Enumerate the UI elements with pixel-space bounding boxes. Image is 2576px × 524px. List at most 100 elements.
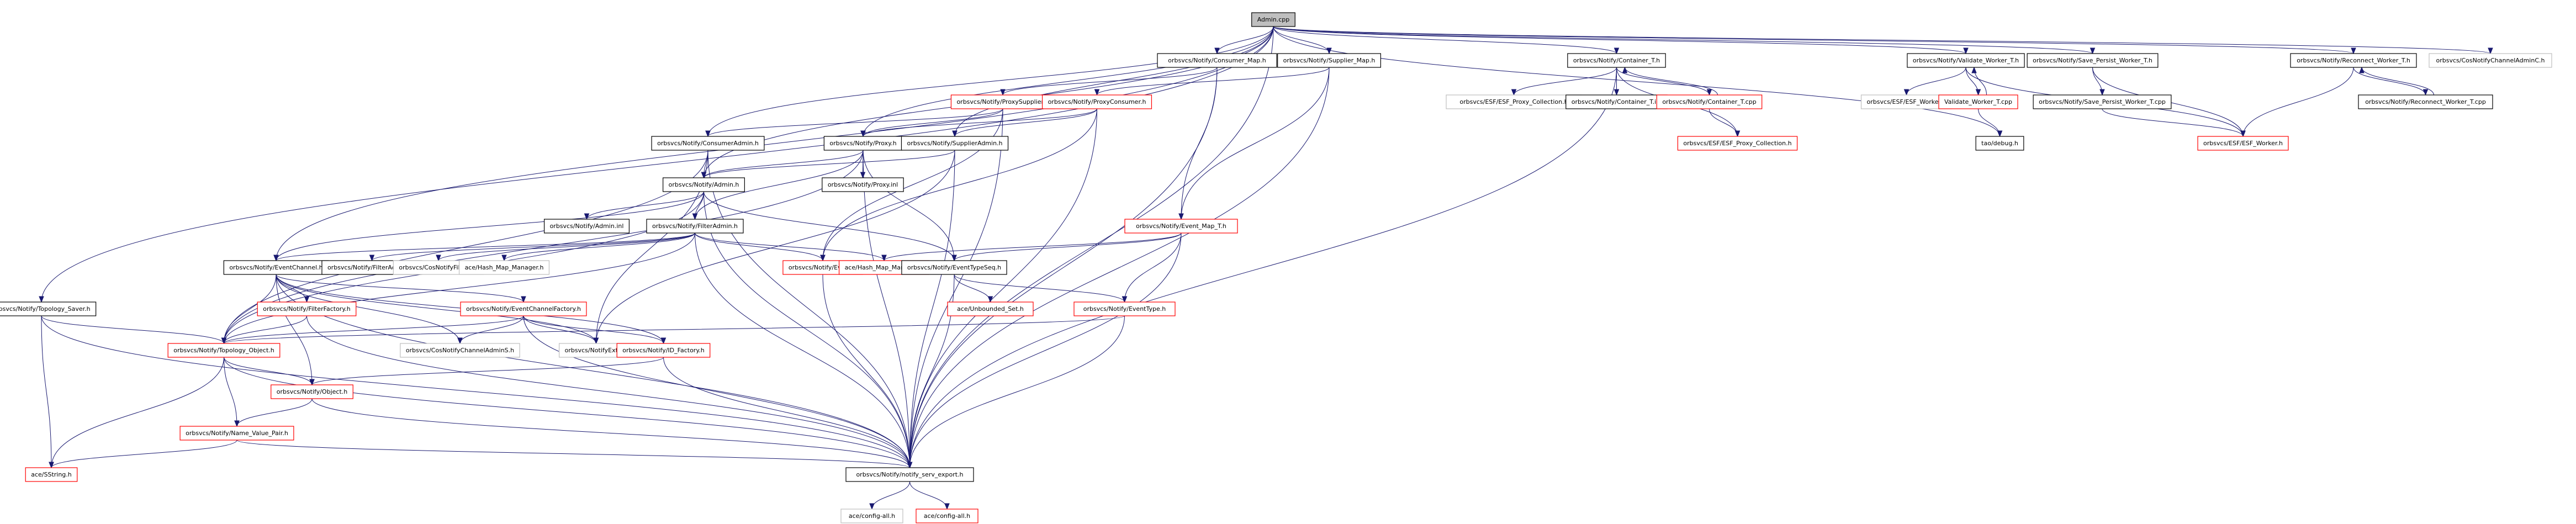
node-container-t-inl[interactable]: orbsvcs/Notify/Container_T.inl (1565, 94, 1668, 109)
edge-admin-cpp-to-reconnect-h (1273, 26, 2354, 54)
node-consumer-map[interactable]: orbsvcs/Notify/Consumer_Map.h (1157, 53, 1277, 68)
node-label: orbsvcs/Notify/ProxyConsumer.h (1048, 98, 1146, 105)
node-box[interactable] (1656, 94, 1763, 109)
node-box[interactable] (257, 301, 357, 316)
node-box[interactable] (1073, 301, 1176, 316)
node-proxy-h[interactable]: orbsvcs/Notify/Proxy.h (823, 136, 903, 151)
node-event-map-t[interactable]: orbsvcs/Notify/Event_Map_T.h (1124, 219, 1238, 234)
node-box[interactable] (271, 384, 353, 399)
node-box[interactable] (947, 301, 1034, 316)
node-esf-proxy-coll-gray[interactable]: orbsvcs/ESF/ESF_Proxy_Collection.h (1446, 94, 1582, 109)
node-box[interactable] (616, 343, 711, 358)
node-admin-inl[interactable]: orbsvcs/Notify/Admin.inl (543, 219, 630, 234)
node-tao-debug[interactable]: tao/debug.h (1975, 136, 2024, 151)
node-label: orbsvcs/ESF/ESF_Worker.h (2203, 140, 2283, 147)
node-container-t-h[interactable]: orbsvcs/Notify/Container_T.h (1567, 53, 1666, 68)
node-save-persist-cpp[interactable]: orbsvcs/Notify/Save_Persist_Worker_T.cpp (2033, 94, 2172, 109)
node-topology-object[interactable]: orbsvcs/Notify/Topology_Object.h (167, 343, 281, 358)
node-esf-proxy-coll-red[interactable]: orbsvcs/ESF/ESF_Proxy_Collection.h (1677, 136, 1798, 151)
node-box[interactable] (950, 94, 1055, 109)
edge-notify-serv-export-to-config-all-gray (871, 481, 910, 510)
node-consumer-admin[interactable]: orbsvcs/Notify/ConsumerAdmin.h (651, 136, 765, 151)
node-validate-worker-cpp[interactable]: Validate_Worker_T.cpp (1938, 94, 2018, 109)
node-box[interactable] (1975, 136, 2024, 151)
node-proxy-consumer[interactable]: orbsvcs/Notify/ProxyConsumer.h (1041, 94, 1152, 109)
node-box[interactable] (2429, 53, 2552, 68)
node-notify-serv-export[interactable]: orbsvcs/Notify/notify_serv_export.h (845, 467, 974, 482)
edge-filter-admin-to-topology-object (224, 232, 695, 344)
node-box[interactable] (1565, 94, 1668, 109)
node-event-channel-factory[interactable]: orbsvcs/Notify/EventChannelFactory.h (460, 301, 587, 316)
node-box[interactable] (25, 467, 78, 482)
node-event-channel[interactable]: orbsvcs/Notify/EventChannel.h (223, 260, 329, 275)
node-box[interactable] (1446, 94, 1582, 109)
edge-proxy-h-to-notify-serv-export (863, 150, 910, 468)
node-box[interactable] (901, 260, 1007, 275)
edge-event-channel-to-object-h (276, 274, 313, 385)
node-unbounded-set[interactable]: ace/Unbounded_Set.h (947, 301, 1034, 316)
node-event-type-seq[interactable]: orbsvcs/Notify/EventTypeSeq.h (901, 260, 1007, 275)
node-cosnotify-admin-c[interactable]: orbsvcs/CosNotifyChannelAdminC.h (2429, 53, 2552, 68)
node-box[interactable] (0, 301, 97, 316)
node-box[interactable] (458, 260, 550, 275)
node-filter-admin[interactable]: orbsvcs/Notify/FilterAdmin.h (646, 219, 744, 234)
node-box[interactable] (1277, 53, 1381, 68)
node-filter-factory[interactable]: orbsvcs/Notify/FilterFactory.h (257, 301, 357, 316)
node-box[interactable] (1677, 136, 1798, 151)
node-config-all-gray[interactable]: ace/config-all.h (840, 509, 903, 523)
node-proxy-supplier[interactable]: orbsvcs/Notify/ProxySupplier.h (950, 94, 1055, 109)
node-admin-h[interactable]: orbsvcs/Notify/Admin.h (663, 177, 745, 192)
node-box[interactable] (460, 301, 587, 316)
node-box[interactable] (1567, 53, 1666, 68)
node-config-all-red[interactable]: ace/config-all.h (916, 509, 978, 523)
node-box[interactable] (1157, 53, 1277, 68)
node-box[interactable] (1041, 94, 1152, 109)
node-box[interactable] (1938, 94, 2018, 109)
node-box[interactable] (223, 260, 329, 275)
node-box[interactable] (179, 426, 294, 441)
node-reconnect-cpp[interactable]: orbsvcs/Notify/Reconnect_Worker_T.cpp (2358, 94, 2493, 109)
node-box[interactable] (2027, 53, 2159, 68)
node-box[interactable] (840, 509, 903, 523)
node-box[interactable] (1860, 94, 1953, 109)
node-box[interactable] (543, 219, 630, 234)
node-supplier-admin[interactable]: orbsvcs/Notify/SupplierAdmin.h (901, 136, 1009, 151)
node-box[interactable] (901, 136, 1009, 151)
node-label: orbsvcs/Notify/Reconnect_Worker_T.cpp (2365, 98, 2486, 105)
node-box[interactable] (822, 177, 904, 192)
node-box[interactable] (916, 509, 978, 523)
node-save-persist-h[interactable]: orbsvcs/Notify/Save_Persist_Worker_T.h (2027, 53, 2159, 68)
node-box[interactable] (2197, 136, 2289, 151)
node-box[interactable] (2033, 94, 2172, 109)
node-proxy-inl[interactable]: orbsvcs/Notify/Proxy.inl (822, 177, 904, 192)
node-sstring[interactable]: ace/SString.h (25, 467, 78, 482)
node-esf-worker-gray[interactable]: orbsvcs/ESF/ESF_Worker.h (1860, 94, 1953, 109)
node-box[interactable] (1251, 12, 1295, 27)
node-box[interactable] (1124, 219, 1238, 234)
node-box[interactable] (651, 136, 765, 151)
node-esf-worker-red[interactable]: orbsvcs/ESF/ESF_Worker.h (2197, 136, 2289, 151)
node-id-factory[interactable]: orbsvcs/Notify/ID_Factory.h (616, 343, 711, 358)
node-box[interactable] (845, 467, 974, 482)
node-object-h[interactable]: orbsvcs/Notify/Object.h (271, 384, 353, 399)
node-hash-map-manager-gray[interactable]: ace/Hash_Map_Manager.h (458, 260, 550, 275)
node-container-t-cpp[interactable]: orbsvcs/Notify/Container_T.cpp (1656, 94, 1763, 109)
node-validate-worker-h[interactable]: orbsvcs/Notify/Validate_Worker_T.h (1907, 53, 2025, 68)
node-supplier-map[interactable]: orbsvcs/Notify/Supplier_Map.h (1277, 53, 1381, 68)
node-label: orbsvcs/Notify/Container_T.inl (1572, 98, 1662, 105)
node-reconnect-h[interactable]: orbsvcs/Notify/Reconnect_Worker_T.h (2290, 53, 2417, 68)
node-name-value-pair[interactable]: orbsvcs/Notify/Name_Value_Pair.h (179, 426, 294, 441)
node-box[interactable] (823, 136, 903, 151)
node-box[interactable] (167, 343, 281, 358)
node-box[interactable] (663, 177, 745, 192)
node-box[interactable] (1907, 53, 2025, 68)
node-topology-saver[interactable]: orbsvcs/Notify/Topology_Saver.h (0, 301, 97, 316)
node-event-type[interactable]: orbsvcs/Notify/EventType.h (1073, 301, 1176, 316)
node-admin-cpp[interactable]: Admin.cpp (1251, 12, 1295, 27)
node-box[interactable] (646, 219, 744, 234)
node-box[interactable] (2358, 94, 2493, 109)
node-cosnotify-admin-s[interactable]: orbsvcs/CosNotifyChannelAdminS.h (400, 343, 520, 358)
node-label: orbsvcs/ESF/ESF_Proxy_Collection.h (1683, 140, 1791, 147)
node-box[interactable] (400, 343, 520, 358)
node-box[interactable] (2290, 53, 2417, 68)
